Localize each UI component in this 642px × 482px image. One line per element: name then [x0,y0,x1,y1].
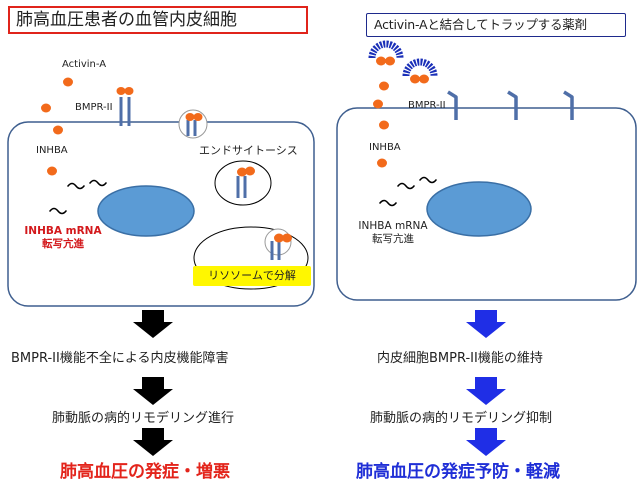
ligand-dot [377,158,387,168]
ligand-dot [47,166,57,176]
trapped-ligand [419,74,429,84]
endosome-receptor [236,166,255,198]
endosome [214,160,272,206]
right-bmpr-receptors [447,90,574,120]
trapped-ligand [385,56,395,66]
down-arrow [133,377,173,405]
trapped-ligand [410,74,420,84]
ligand-dot [379,81,389,91]
left-outcome: 肺高血圧の発症・増悪 [60,462,230,482]
left-nucleus [97,185,195,237]
ligand-dot [116,87,126,95]
ligand-dot [53,125,63,135]
left-panel-title: 肺高血圧患者の血管内皮細胞 [8,6,308,34]
ligand-dot [63,77,73,87]
left-activin-ligands [41,77,134,176]
right-mrna-line2: 転写亢進 [372,233,414,245]
left-mrna-label: INHBA mRNA 転写亢進 [18,225,108,251]
right-inhba-label: INHBA [369,142,401,153]
right-free-ligands [373,81,389,168]
ligand-dot [41,103,51,113]
left-mrna-squiggles [49,179,107,215]
left-mrna-line2: 転写亢進 [42,238,84,250]
left-flow-step-1: BMPR-II機能不全による内皮機能障害 [11,351,229,366]
right-mrna-squiggles [379,176,437,207]
trap-drug-complexes [368,40,438,84]
down-arrow [466,428,506,456]
right-outcome: 肺高血圧の発症予防・軽減 [356,462,560,482]
left-inhba-label: INHBA [36,145,68,156]
right-nucleus [426,181,532,237]
right-panel-title: Activin-Aと結合してトラップする薬剤 [366,13,626,37]
left-flow-arrows [133,310,173,456]
left-flow-step-2: 肺動脈の病的リモデリング進行 [52,411,235,426]
endocytosis-label: エンドサイトーシス [199,144,298,157]
down-arrow [133,428,173,456]
down-arrow [133,310,173,338]
left-mrna-line1: INHBA mRNA [24,225,102,237]
trap-drug [368,40,404,59]
right-mrna-label: INHBA mRNA 転写亢進 [348,220,438,246]
right-mrna-line1: INHBA mRNA [358,220,428,232]
ligand-dot [124,87,134,95]
down-arrow [466,310,506,338]
activin-label: Activin-A [62,59,107,70]
ligand-dot [373,99,383,109]
right-flow-step-1: 内皮細胞BMPR-II機能の維持 [377,351,543,366]
trapped-ligand [376,56,386,66]
lysosome-receptor [270,233,292,260]
bmpr-receptor [447,90,458,120]
internalizing-receptor [185,113,203,136]
left-bmpr-label: BMPR-II [75,102,113,113]
ligand-dot [379,120,389,130]
bmpr-receptor [507,90,518,120]
lysosome-degradation-label: リソソームで分解 [193,266,311,286]
down-arrow [466,377,506,405]
right-flow-arrows [466,310,506,456]
right-bmpr-label: BMPR-II [408,100,446,111]
trap-drug [402,58,438,77]
right-flow-step-2: 肺動脈の病的リモデリング抑制 [370,411,553,426]
left-bmpr-receptor [119,97,131,126]
bmpr-receptor [563,90,574,120]
